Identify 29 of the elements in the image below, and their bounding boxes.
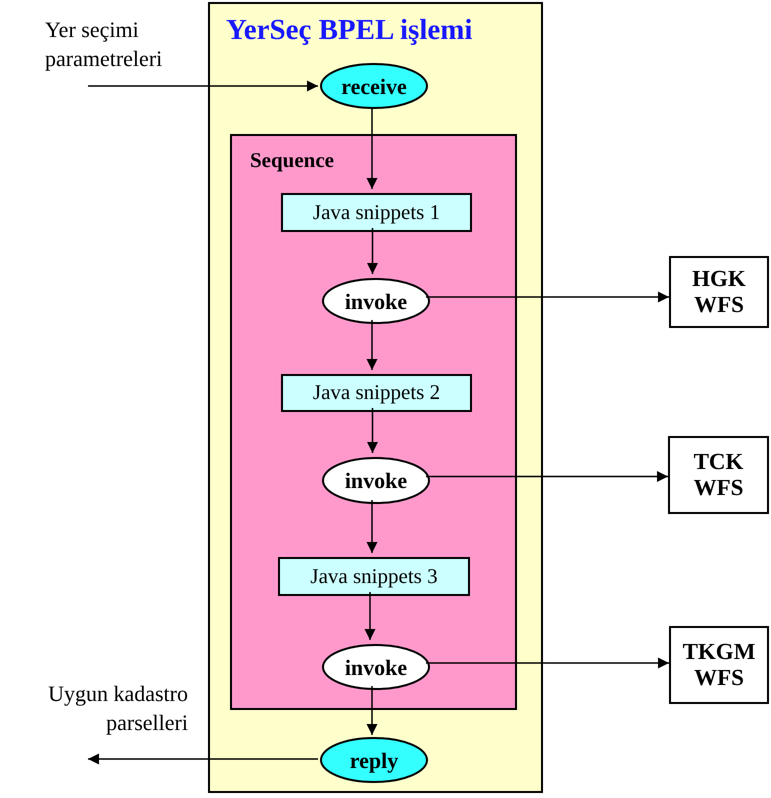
- arrow: [366, 686, 378, 735]
- invoke-ellipse: invoke: [322, 278, 430, 324]
- arrow: [426, 658, 669, 668]
- process-container: [208, 2, 543, 793]
- snippet-box: Java snippets 2: [281, 374, 472, 412]
- invoke-ellipse: invoke: [322, 644, 430, 690]
- activity-ellipse: reply: [320, 737, 428, 783]
- snippet-box: Java snippets 1: [281, 193, 472, 232]
- arrow: [426, 292, 669, 302]
- service-box: TKGM WFS: [669, 626, 769, 704]
- arrow: [88, 80, 318, 92]
- arrow: [88, 754, 318, 764]
- arrow: [367, 228, 378, 274]
- service-box: TCK WFS: [668, 436, 769, 514]
- arrow: [426, 471, 668, 482]
- input-text: Yer seçimi parametreleri: [44, 16, 164, 73]
- sequence-container: [230, 134, 517, 710]
- arrow: [364, 592, 376, 640]
- arrow: [366, 500, 378, 553]
- service-box: HGK WFS: [669, 256, 769, 328]
- snippet-box: Java snippets 3: [278, 557, 470, 596]
- container-title: Sequence: [250, 150, 334, 171]
- output-text: Uygun kadastro parselleri: [47, 680, 188, 737]
- activity-ellipse: receive: [320, 63, 428, 109]
- invoke-ellipse: invoke: [322, 457, 430, 504]
- arrow: [366, 107, 378, 189]
- arrow: [366, 320, 378, 370]
- container-title: YerSeç BPEL işlemi: [226, 16, 472, 45]
- arrow: [367, 408, 378, 453]
